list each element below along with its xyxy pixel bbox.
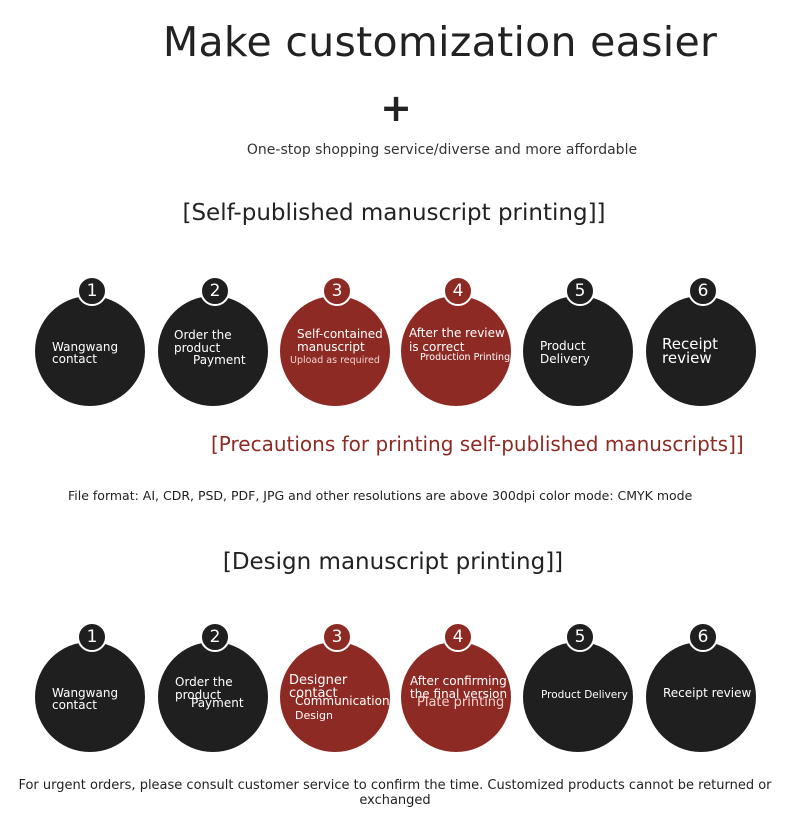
step-label: Order the xyxy=(174,328,232,342)
step-label: Upload as required xyxy=(290,355,380,366)
step-label: the final version xyxy=(410,687,508,701)
section-title-design: [Design manuscript printing]] xyxy=(222,549,564,575)
step-label: manuscript xyxy=(297,340,365,354)
process-step: 5 Product Delivery xyxy=(523,622,633,752)
process-row-design: 1 Wangwang contact 2 Order the product P… xyxy=(0,622,790,752)
process-step: 4 After the review is correct Production… xyxy=(401,276,511,406)
step-label: Production Printing xyxy=(420,352,511,363)
step-label: Receipt review xyxy=(663,686,752,700)
step-number-badge: 4 xyxy=(443,622,473,652)
step-label: Order the xyxy=(175,675,233,689)
step-label: review xyxy=(662,349,712,367)
step-label: Wangwang xyxy=(52,686,119,700)
step-label: After confirming xyxy=(410,674,507,688)
process-step: 1 Wangwang contact xyxy=(35,276,145,406)
page-subtitle: One-stop shopping service/diverse and mo… xyxy=(246,142,638,158)
step-label: contact xyxy=(289,686,338,701)
step-number-badge: 2 xyxy=(200,276,230,306)
step-label: After the review xyxy=(409,326,505,340)
step-label: Design xyxy=(295,709,333,722)
step-label: product xyxy=(174,341,221,355)
process-step: 2 Order the product Payment xyxy=(158,622,268,752)
process-step: 3 Designer contact Communication Design xyxy=(280,622,390,752)
step-circle: Receipt review xyxy=(646,642,756,752)
process-step: 2 Order the product Payment xyxy=(158,276,268,406)
process-step: 5 Product Delivery xyxy=(523,276,633,406)
step-number-badge: 6 xyxy=(688,622,718,652)
process-step: 3 Self-contained manuscript Upload as re… xyxy=(280,276,390,406)
footer-note: For urgent orders, please consult custom… xyxy=(18,778,772,808)
precautions-title: [Precautions for printing self-published… xyxy=(211,432,744,456)
step-circle: Self-contained manuscript Upload as requ… xyxy=(280,296,390,406)
step-label: product xyxy=(175,688,222,702)
step-circle: Product Delivery xyxy=(523,642,633,752)
step-label: Plate printing xyxy=(417,695,505,710)
step-label: Designer xyxy=(289,673,348,688)
step-label: contact xyxy=(52,352,97,366)
step-label: contact xyxy=(52,698,97,712)
step-label: Delivery xyxy=(540,352,590,366)
step-label: Payment xyxy=(191,696,244,710)
step-label: Communication xyxy=(295,694,390,708)
page-title: Make customization easier xyxy=(162,18,718,66)
step-label: Product xyxy=(540,339,586,353)
step-number-badge: 2 xyxy=(200,622,230,652)
process-step: 6 Receipt review xyxy=(646,276,756,406)
step-label: Wangwang xyxy=(52,340,119,354)
process-row-self-published: 1 Wangwang contact 2 Order the product P… xyxy=(0,276,790,406)
plus-icon: + xyxy=(380,86,412,130)
step-label: is correct xyxy=(409,340,465,354)
process-step: 6 Receipt review xyxy=(646,622,756,752)
step-number-badge: 1 xyxy=(77,276,107,306)
step-number-badge: 3 xyxy=(322,622,352,652)
step-circle: Wangwang contact xyxy=(35,642,145,752)
step-number-badge: 3 xyxy=(322,276,352,306)
step-label: Self-contained xyxy=(297,327,383,341)
step-circle: Product Delivery xyxy=(523,296,633,406)
step-label: Product Delivery xyxy=(541,689,628,701)
step-circle: After confirming the final version Plate… xyxy=(401,642,511,752)
precautions-text: File format: AI, CDR, PSD, PDF, JPG and … xyxy=(68,488,693,503)
step-number-badge: 6 xyxy=(688,276,718,306)
section-title-self-published: [Self-published manuscript printing]] xyxy=(182,200,606,226)
step-number-badge: 5 xyxy=(565,622,595,652)
step-number-badge: 1 xyxy=(77,622,107,652)
step-label: Receipt xyxy=(662,335,719,353)
step-circle: Order the product Payment xyxy=(158,296,268,406)
step-circle: Designer contact Communication Design xyxy=(280,642,390,752)
step-label: Payment xyxy=(193,353,246,367)
process-step: 4 After confirming the final version Pla… xyxy=(401,622,511,752)
step-circle: Order the product Payment xyxy=(158,642,268,752)
process-step: 1 Wangwang contact xyxy=(35,622,145,752)
step-circle: Receipt review xyxy=(646,296,756,406)
step-number-badge: 5 xyxy=(565,276,595,306)
step-circle: After the review is correct Production P… xyxy=(401,296,511,406)
step-circle: Wangwang contact xyxy=(35,296,145,406)
step-number-badge: 4 xyxy=(443,276,473,306)
